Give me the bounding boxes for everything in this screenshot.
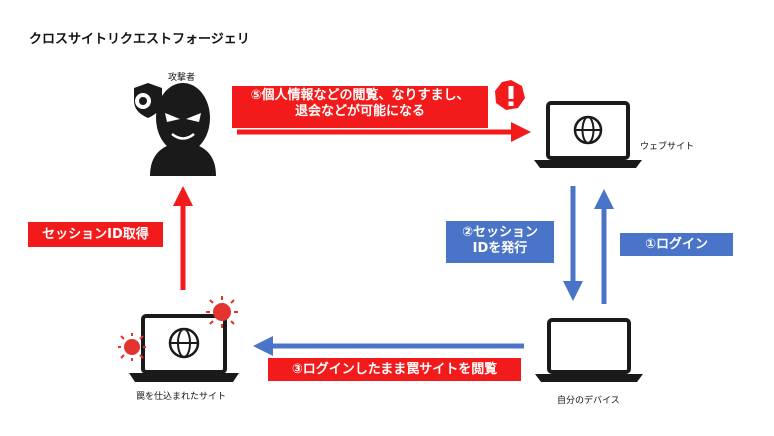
hacker-icon (150, 83, 216, 176)
step5-label: ⑤個人情報などの閲覧、なりすまし、 退会などが可能になる (232, 86, 488, 128)
step1-label: ①ログイン (620, 233, 733, 256)
laptop-icon-website (534, 101, 642, 168)
shield-bug-icon (134, 83, 162, 118)
laptop-icon-device (535, 318, 643, 382)
device-label: 自分のデバイス (557, 396, 620, 406)
step2-line2: IDを発行 (472, 241, 528, 256)
step2-line1: ②セッション (461, 225, 538, 240)
warning-icon (495, 80, 525, 110)
step3-label: ③ログインしたまま罠サイトを閲覧 (268, 358, 521, 381)
diagram-title: クロスサイトリクエストフォージェリ (29, 32, 250, 47)
attacker-label: 攻撃者 (168, 73, 196, 83)
step5-line1: ⑤個人情報などの閲覧、なりすまし、 (250, 88, 470, 103)
session-id-steal-label: セッションID取得 (28, 222, 163, 247)
trap-site-label: 罠を仕込まれたサイト (136, 392, 227, 402)
step2-label: ②セッション IDを発行 (446, 221, 554, 263)
virus-icon (118, 333, 146, 361)
globe-icon-website (573, 115, 603, 145)
website-label: ウェブサイト (640, 142, 695, 152)
step5-line2: 退会などが可能になる (294, 104, 425, 119)
laptop-icon-trap-site (129, 314, 239, 382)
globe-icon-trap-site (168, 327, 200, 359)
virus-icon (206, 296, 238, 328)
